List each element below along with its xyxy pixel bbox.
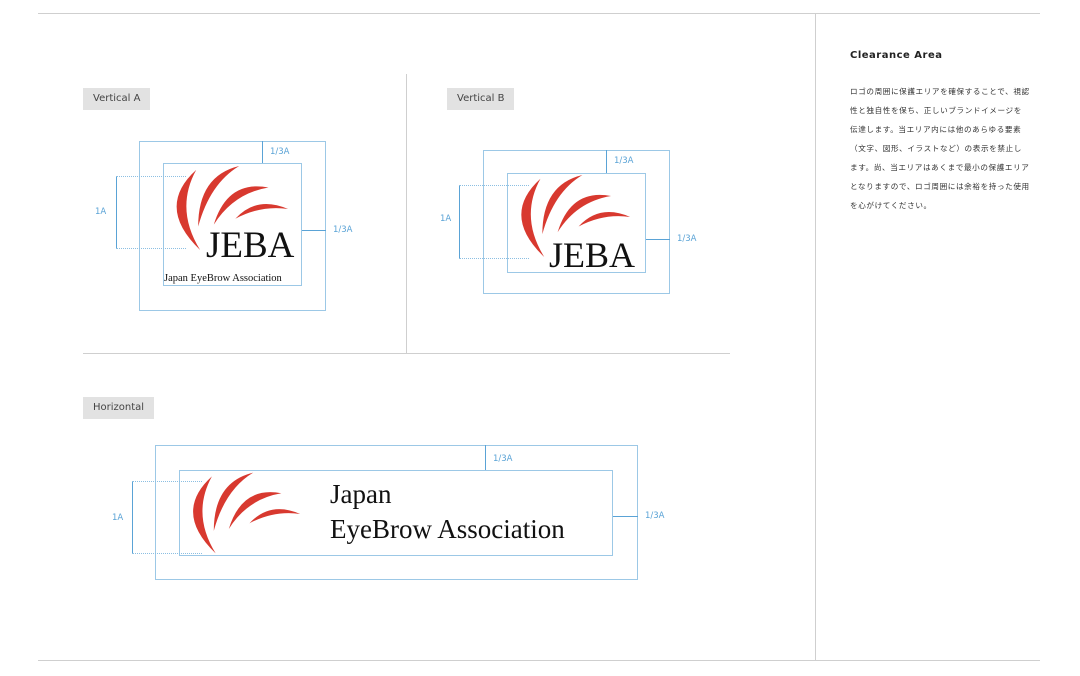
height-arrow — [132, 481, 133, 553]
guide-dotted — [116, 176, 186, 177]
sidebar-title: Clearance Area — [850, 50, 943, 61]
jeba-logo-mark — [521, 174, 631, 258]
logo-arc-3 — [228, 492, 282, 529]
logo-arc-1 — [521, 178, 545, 258]
top-margin-label: 1/3A — [270, 147, 290, 157]
section-divider-vertical — [406, 74, 407, 353]
logo-arc-3 — [557, 194, 612, 233]
right-margin-label: 1/3A — [677, 234, 697, 244]
clearance-outer-b — [483, 150, 670, 294]
logo-arc-4 — [249, 509, 301, 524]
clearance-outer-a — [139, 141, 326, 311]
height-label: 1A — [95, 207, 107, 217]
guide-dotted — [459, 258, 529, 259]
sidebar-body: ロゴの周囲に保護エリアを確保することで、視認性と独自性を保ち、正しいブランドイメ… — [850, 87, 1030, 210]
jeba-logo-mark — [193, 472, 301, 554]
sidebar-divider — [815, 13, 816, 661]
jeba-logo-mark — [176, 165, 289, 251]
height-label: 1A — [112, 513, 124, 523]
logo-arc-3 — [213, 186, 269, 225]
top-margin-label: 1/3A — [614, 156, 634, 166]
guide-dotted — [132, 481, 202, 482]
clearance-outer-h — [155, 445, 638, 580]
logo-arc-2 — [213, 472, 254, 531]
right-margin-arrow — [302, 230, 326, 231]
height-label: 1A — [440, 214, 452, 224]
label-vertical-b: Vertical B — [447, 88, 515, 110]
logo-text-jeba: JEBA — [206, 225, 295, 266]
top-margin-label: 1/3A — [493, 454, 513, 464]
label-horizontal: Horizontal — [83, 397, 155, 419]
logo-text-jeba: JEBA — [549, 235, 636, 275]
clearance-inner-a — [163, 163, 302, 286]
top-margin-arrow — [262, 141, 263, 163]
section-divider-horizontal — [83, 353, 730, 354]
guide-dotted — [459, 185, 529, 186]
logo-text-full: Japan EyeBrow Association — [164, 273, 282, 284]
logo-arc-4 — [235, 203, 289, 219]
clearance-inner-b — [507, 173, 646, 273]
logo-arc-1 — [176, 169, 201, 251]
top-margin-arrow — [485, 445, 486, 470]
right-margin-arrow — [646, 239, 670, 240]
logo-arc-1 — [193, 476, 216, 554]
logo-arc-2 — [542, 174, 583, 235]
guide-dotted — [132, 553, 202, 554]
bottom-rule — [38, 660, 1040, 661]
top-margin-arrow — [606, 150, 607, 173]
logo-arc-2 — [198, 165, 240, 227]
label-vertical-a: Vertical A — [83, 88, 151, 110]
guide-dotted — [116, 248, 186, 249]
right-margin-label: 1/3A — [333, 225, 353, 235]
right-margin-arrow — [613, 516, 638, 517]
clearance-inner-h — [179, 470, 613, 556]
logo-text-line1: Japan — [330, 479, 392, 509]
right-margin-label: 1/3A — [645, 511, 665, 521]
top-rule — [38, 13, 1040, 14]
logo-arc-4 — [578, 212, 631, 227]
logo-text-line2: EyeBrow Association — [330, 514, 565, 544]
height-arrow — [459, 185, 460, 258]
height-arrow — [116, 176, 117, 248]
